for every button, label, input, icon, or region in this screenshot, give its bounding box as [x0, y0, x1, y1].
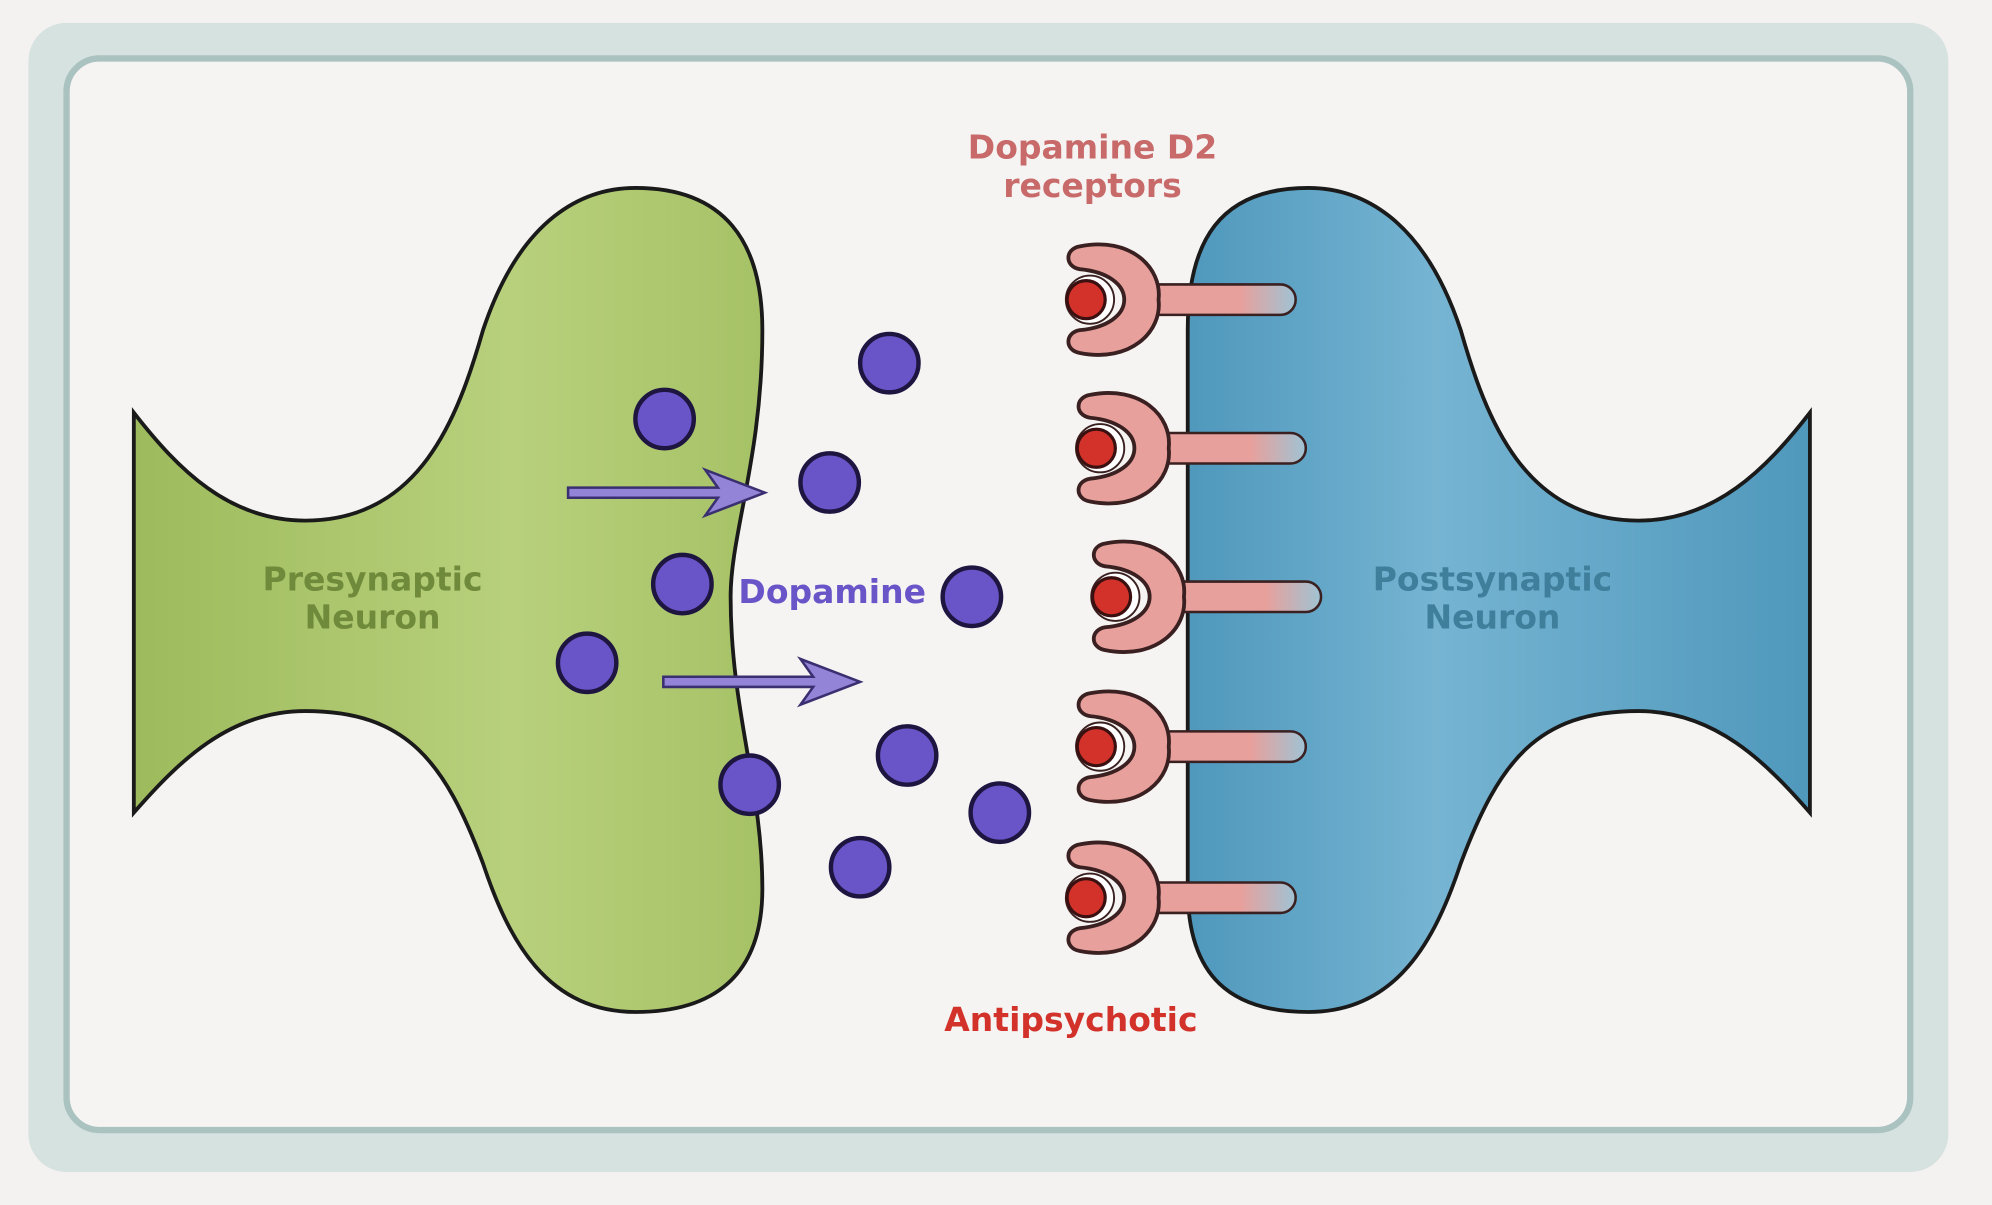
receptor-cup — [1091, 539, 1187, 654]
d2-receptor — [1075, 689, 1308, 804]
receptor-stem — [1135, 283, 1297, 317]
postsynaptic-label: Neuron — [1425, 598, 1561, 637]
receptor-cup — [1066, 242, 1161, 357]
antipsychotic-molecule — [1065, 279, 1107, 321]
dopamine-molecule — [650, 552, 714, 616]
receptor-cup — [1066, 840, 1161, 955]
dopamine-molecule — [857, 331, 921, 395]
dopamine-molecule — [940, 565, 1004, 629]
presynaptic-neuron — [131, 186, 765, 1014]
d2-receptor — [1064, 840, 1297, 955]
d2-receptors — [1064, 242, 1323, 955]
dopamine-molecule — [828, 835, 892, 899]
receptor-cup — [1076, 689, 1171, 804]
antipsychotic-label: Antipsychotic — [944, 1000, 1197, 1039]
d2-receptor — [1075, 391, 1308, 506]
postsynaptic-label: Postsynaptic — [1373, 559, 1612, 598]
dopamine-molecule — [798, 451, 862, 514]
antipsychotic-molecule — [1075, 427, 1117, 469]
receptor-stem — [1145, 431, 1308, 465]
dopamine-molecules — [555, 331, 1032, 899]
receptors-label: receptors — [1003, 166, 1182, 205]
dopamine-molecule — [718, 753, 782, 817]
antipsychotic-molecule — [1075, 725, 1117, 768]
receptor-stem — [1145, 730, 1308, 764]
presynaptic-label: Presynaptic — [263, 559, 483, 598]
dopamine-molecule — [968, 781, 1032, 845]
antipsychotic-molecule — [1065, 877, 1107, 919]
receptor-cup — [1076, 391, 1171, 506]
receptor-stem — [1135, 881, 1297, 915]
dopamine-molecule — [633, 387, 697, 451]
release-arrow — [662, 656, 864, 708]
d2-receptor — [1064, 242, 1297, 357]
dopamine-molecule — [555, 631, 619, 695]
dopamine-molecule — [875, 724, 939, 787]
antipsychotic-molecule — [1090, 576, 1133, 618]
receptor-stem — [1161, 580, 1323, 614]
dopamine-label: Dopamine — [738, 572, 926, 611]
d2-receptor — [1090, 539, 1323, 654]
receptors-label: Dopamine D2 — [968, 128, 1217, 167]
postsynaptic-neuron — [1185, 186, 1812, 1014]
release-arrow — [566, 467, 769, 519]
presynaptic-label: Neuron — [305, 598, 441, 637]
